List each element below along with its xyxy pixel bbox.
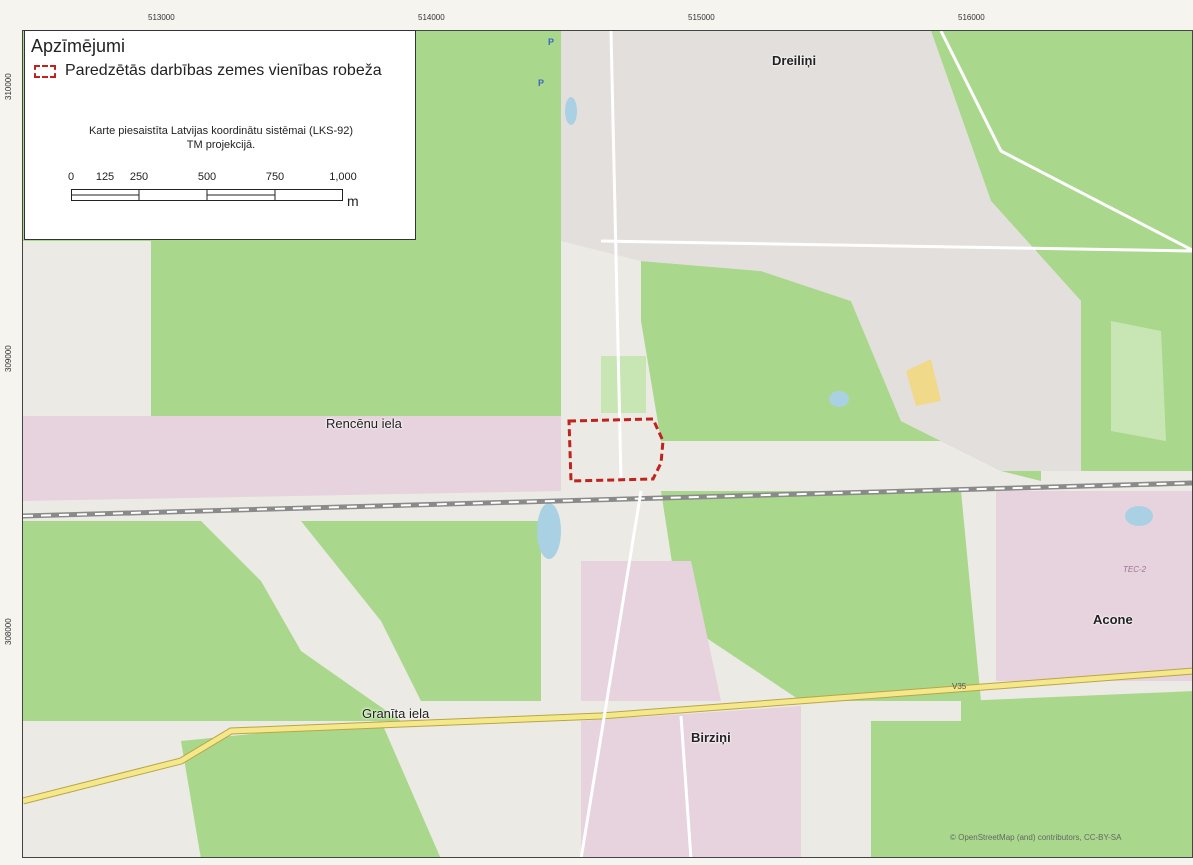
place-label-dreilini: Dreiliņi — [772, 53, 817, 68]
legend-boundary-swatch — [34, 65, 56, 78]
minor-road — [600, 239, 1192, 253]
minor-road — [609, 31, 623, 482]
industrial-area — [23, 416, 561, 501]
map-attribution: © OpenStreetMap (and) contributors, CC-B… — [950, 833, 1122, 842]
route-label: V35 — [952, 682, 967, 691]
railway-dash — [23, 482, 1192, 517]
school-area — [906, 359, 941, 406]
road-label-granita: Granīta iela — [362, 706, 430, 721]
industrial-area — [996, 491, 1192, 681]
residential-areas — [561, 31, 1081, 471]
railway-line — [23, 480, 1192, 519]
legend-note-projection: TM projekcijā. — [186, 139, 256, 151]
legend-boundary-label: Paredzētās darbības zemes vienības robež… — [65, 62, 382, 79]
scale-tick-label: 1,000 — [329, 171, 357, 183]
scale-tick-label: 0 — [67, 171, 75, 183]
grid-x-label: 514000 — [418, 13, 445, 22]
industrial-areas — [23, 416, 1192, 857]
map-svg — [23, 31, 1192, 857]
forest-area — [23, 521, 401, 721]
road-fill — [23, 668, 1192, 804]
legend-note-crs: Karte piesaistīta Latvijas koordinātu si… — [88, 125, 354, 137]
water-bodies — [537, 97, 1153, 559]
industrial-area — [581, 561, 721, 701]
forest-area — [301, 521, 541, 701]
place-label-birzini: Birziņi — [691, 730, 731, 745]
place-label-acone: Acone — [1093, 612, 1133, 627]
tec-label: TEC-2 — [1123, 565, 1147, 574]
map-canvas[interactable] — [22, 30, 1193, 858]
minor-road — [939, 31, 1192, 252]
meadow-area — [1111, 321, 1166, 441]
forest-area — [641, 261, 1041, 481]
forest-area — [871, 721, 961, 857]
scale-unit-label: m — [347, 193, 359, 209]
parking-label: P — [538, 78, 545, 88]
forest-area — [661, 491, 981, 701]
forest-area — [961, 691, 1192, 857]
scale-tick-label: 125 — [95, 171, 115, 183]
legend-title: Apzīmējumi — [31, 36, 126, 56]
scale-tick-label: 750 — [265, 171, 285, 183]
water-body — [1125, 506, 1153, 526]
scale-tick-label: 500 — [197, 171, 217, 183]
minor-road — [579, 490, 643, 857]
water-body — [829, 391, 849, 407]
granita-road — [23, 667, 1192, 805]
grid-y-label: 308000 — [4, 618, 13, 645]
residential-area — [561, 31, 1081, 471]
water-body — [537, 503, 561, 559]
industrial-area — [581, 706, 801, 857]
scale-bar — [71, 189, 343, 201]
road-label-rencenu: Rencēnu iela — [326, 416, 402, 431]
grid-y-label: 309000 — [4, 345, 13, 372]
scale-tick-label: 250 — [129, 171, 149, 183]
minor-roads — [579, 31, 1192, 857]
meadow-area — [601, 356, 646, 413]
grid-x-label: 516000 — [958, 13, 985, 22]
forest-area — [181, 721, 441, 857]
water-body — [565, 97, 577, 125]
minor-road — [679, 715, 693, 857]
map-legend: Apzīmējumi Paredzētās darbības zemes vie… — [24, 30, 416, 240]
grid-x-label: 515000 — [688, 13, 715, 22]
grid-x-label: 513000 — [148, 13, 175, 22]
grid-y-label: 310000 — [4, 73, 13, 100]
parking-label: P — [548, 37, 555, 47]
